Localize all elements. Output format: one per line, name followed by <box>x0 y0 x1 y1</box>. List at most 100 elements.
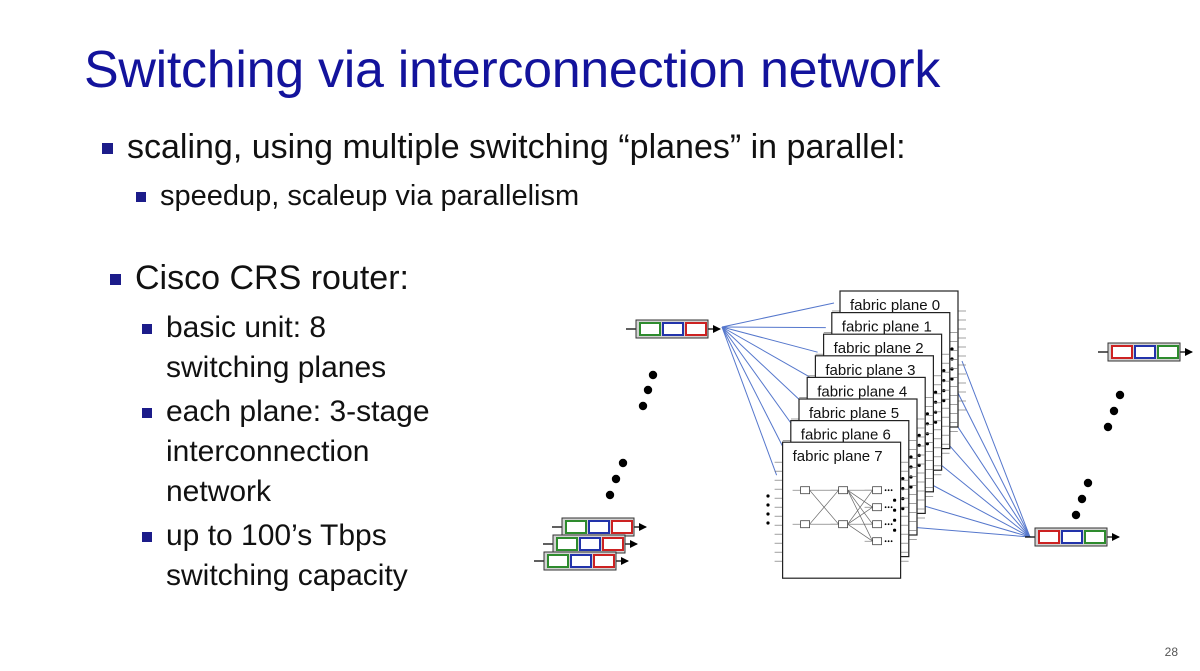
bullet-marker <box>102 143 113 154</box>
output-link-line <box>920 478 1031 538</box>
plane-ellipsis-dot <box>766 503 770 507</box>
bullet-text-line: switching planes <box>166 351 387 384</box>
output-queue-top <box>1098 342 1193 362</box>
bullet-marker <box>110 274 121 285</box>
bullet-each-plane: each plane: 3-stage interconnection netw… <box>142 392 430 512</box>
net-dot <box>884 489 887 492</box>
plane-dot <box>917 463 921 467</box>
plane-dot <box>909 475 913 479</box>
queue-cell <box>556 537 578 551</box>
output-link-line <box>928 455 1031 538</box>
plane-label: fabric plane 1 <box>842 319 932 336</box>
queue-cell <box>1134 345 1156 359</box>
bullet-text-line: basic unit: 8 <box>166 311 327 344</box>
output-link-line <box>953 384 1031 538</box>
plane-dot <box>925 412 930 416</box>
output-link-line <box>937 431 1031 538</box>
net-line <box>847 489 873 508</box>
net-switch <box>872 486 882 495</box>
plane-dot <box>925 442 930 446</box>
output-link-line <box>961 360 1031 538</box>
queue-cell <box>1084 530 1106 544</box>
ellipsis-dot <box>638 401 648 411</box>
ellipsis-dot <box>1115 390 1125 400</box>
bullet-text: scaling, using multiple switching “plane… <box>127 128 906 166</box>
slide-title: Switching via interconnection network <box>84 41 941 99</box>
net-switch <box>872 520 882 529</box>
plane-label: fabric plane 7 <box>793 448 883 465</box>
net-switch <box>872 503 882 512</box>
queue-cell <box>565 520 587 534</box>
queue-cell <box>570 554 592 568</box>
plane-label: fabric plane 2 <box>834 340 924 357</box>
ellipsis-dot <box>648 370 658 380</box>
bullet-marker <box>136 192 146 202</box>
net-dot <box>884 506 887 509</box>
plane-ellipsis-dot <box>766 512 770 516</box>
input-link-line <box>721 326 794 427</box>
plane-dot <box>950 367 954 371</box>
queue-cell <box>1157 345 1179 359</box>
bullet-text-line: network <box>166 475 272 508</box>
plane-label: fabric plane 6 <box>801 427 891 444</box>
net-dot <box>890 506 893 509</box>
plane-dot <box>909 465 913 469</box>
page-number: 28 <box>1164 645 1178 659</box>
output-queue-bottom <box>1025 527 1120 547</box>
queue-cell <box>639 322 661 336</box>
plane-dot <box>909 455 913 459</box>
output-link-line <box>912 502 1031 538</box>
bullet-text: Cisco CRS router: <box>135 259 409 297</box>
plane-dot <box>909 485 913 489</box>
bullet-text-line: each plane: 3-stage <box>166 395 430 428</box>
ellipsis-dot <box>618 458 628 468</box>
ellipsis-dot <box>1077 494 1087 504</box>
queue-cell <box>685 322 707 336</box>
plane-ellipsis-dot <box>766 494 770 498</box>
bullet-cisco-crs: Cisco CRS router: <box>110 258 409 298</box>
queue-cell <box>547 554 569 568</box>
input-link-line <box>721 326 778 476</box>
net-dot <box>887 523 890 526</box>
net-dot <box>890 489 893 492</box>
ellipsis-dot <box>611 474 621 484</box>
queue-cell <box>593 554 615 568</box>
plane-ellipsis-dot <box>766 521 770 525</box>
bullet-marker <box>142 324 152 334</box>
plane-dot <box>917 443 921 447</box>
bullet-marker <box>142 408 152 418</box>
plane-label: fabric plane 0 <box>850 297 940 314</box>
plane-dot <box>901 487 905 491</box>
net-dot <box>884 523 887 526</box>
net-switch <box>872 537 882 546</box>
bullet-text: speedup, scaleup via parallelism <box>160 180 580 212</box>
bullet-marker <box>142 532 152 542</box>
net-switch <box>838 520 848 529</box>
net-switch <box>800 486 810 495</box>
plane-dot <box>942 369 946 373</box>
plane-dot <box>901 507 905 511</box>
queue-cell <box>662 322 684 336</box>
plane-dot <box>901 477 905 481</box>
plane-dot <box>942 389 946 393</box>
net-line <box>847 523 873 542</box>
plane-dot <box>942 399 946 403</box>
plane-dot <box>934 420 938 424</box>
net-dot <box>884 540 887 543</box>
queue-cell <box>1111 345 1133 359</box>
ellipsis-dot <box>1071 510 1081 520</box>
net-line <box>847 506 873 525</box>
bullet-text-line: interconnection <box>166 435 370 468</box>
input-link-line <box>721 326 810 378</box>
plane-dot <box>950 357 954 361</box>
net-line <box>847 489 873 525</box>
bullet-basic-unit: basic unit: 8 switching planes <box>142 308 386 388</box>
plane-dot <box>950 347 954 351</box>
plane-dot <box>934 390 938 394</box>
net-dot <box>887 540 890 543</box>
net-dot <box>887 506 890 509</box>
queue-cell <box>602 537 624 551</box>
queue-cell <box>579 537 601 551</box>
input-link-line <box>721 326 818 353</box>
